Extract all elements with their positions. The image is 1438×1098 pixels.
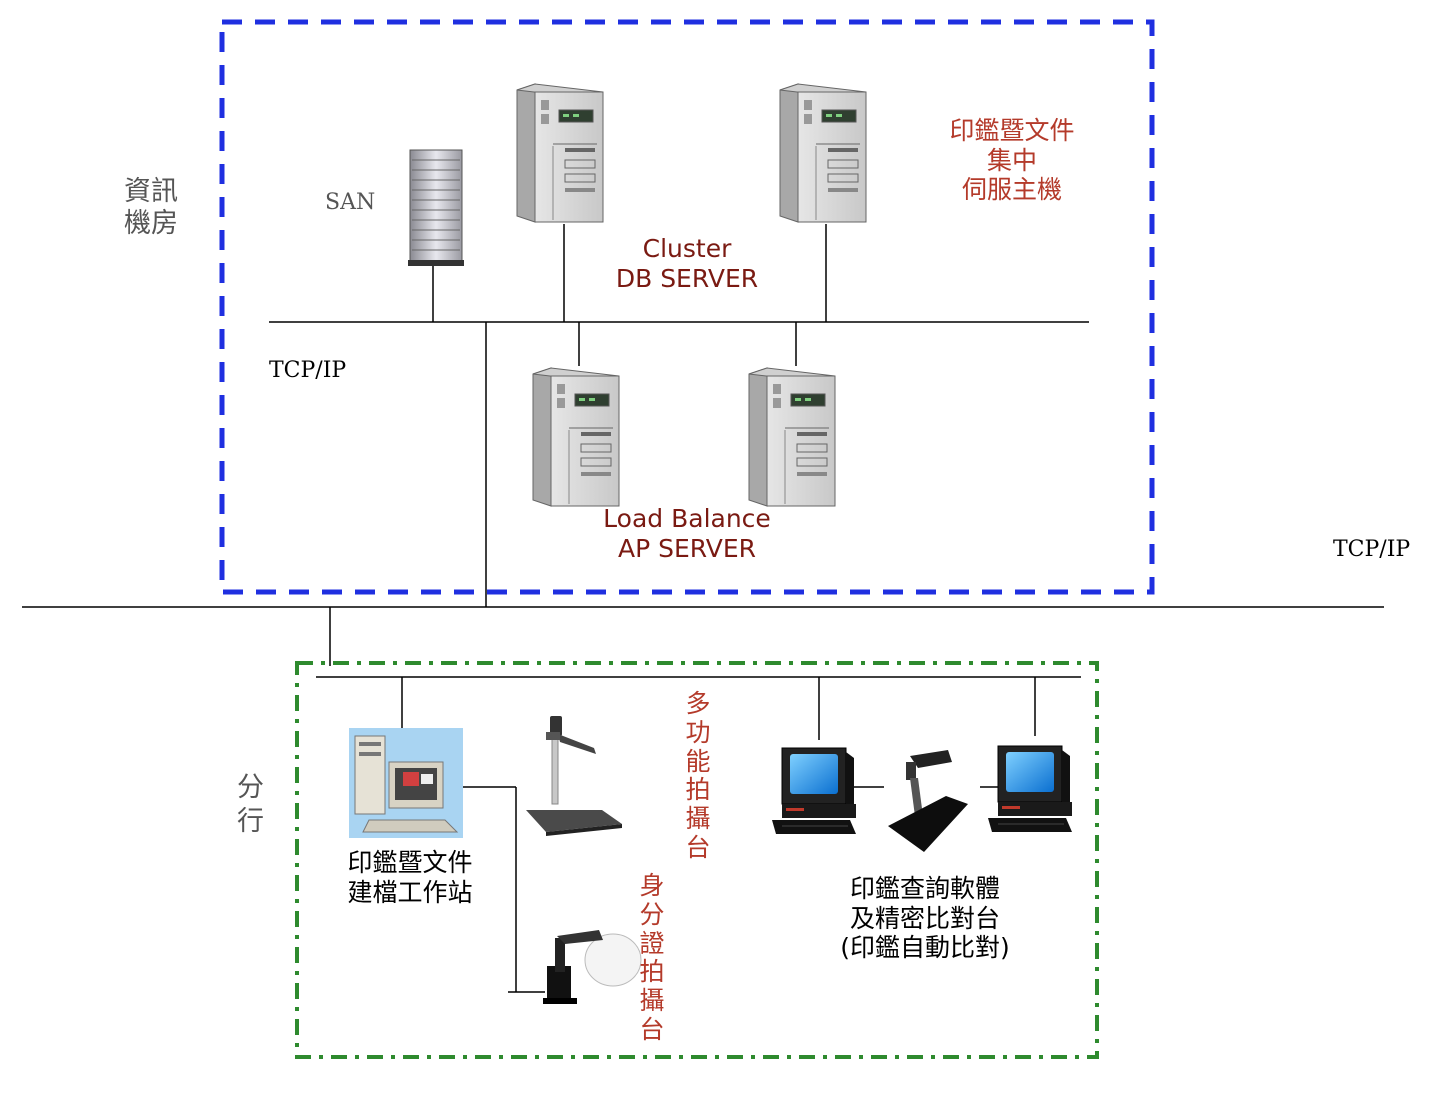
query-station-label: 印鑑查詢軟體 及精密比對台 (印鑑自動比對) (840, 874, 1010, 962)
ap-server-icon-1 (532, 367, 620, 507)
tcpip-outer-label: TCP/IP (1333, 537, 1411, 562)
id-camera-label: 身分證拍攝台 (639, 871, 665, 1044)
zone-label-datacenter: 資訊 機房 (124, 176, 178, 239)
zone-label-branch-vertical: 分行 (237, 771, 267, 839)
ap-server-icon-2 (748, 367, 836, 507)
cluster-db-label: Cluster DB SERVER (615, 234, 759, 293)
load-balance-label: Load Balance AP SERVER (603, 504, 771, 563)
branch-boundary (295, 661, 1099, 1059)
san-label: SAN (325, 190, 376, 215)
document-camera-icon (526, 716, 622, 836)
query-pc-icon-1 (771, 747, 857, 835)
query-pc-icon-2 (987, 745, 1073, 833)
datacenter-boundary (219, 19, 1155, 595)
central-host-server-icon (779, 83, 867, 223)
workstation-label: 印鑑暨文件 建檔工作站 (347, 848, 473, 907)
desktop-workstation-icon (349, 728, 463, 838)
multi-camera-label: 多功能拍攝台 (685, 689, 711, 862)
tcpip-inner-label: TCP/IP (269, 358, 347, 383)
storage-rack-icon (408, 149, 464, 266)
central-host-label: 印鑑暨文件 集中 伺服主機 (949, 116, 1075, 204)
id-card-scanner-icon (543, 930, 642, 1004)
cluster-db-server-icon-1 (516, 83, 604, 223)
document-camera-icon (888, 750, 968, 852)
